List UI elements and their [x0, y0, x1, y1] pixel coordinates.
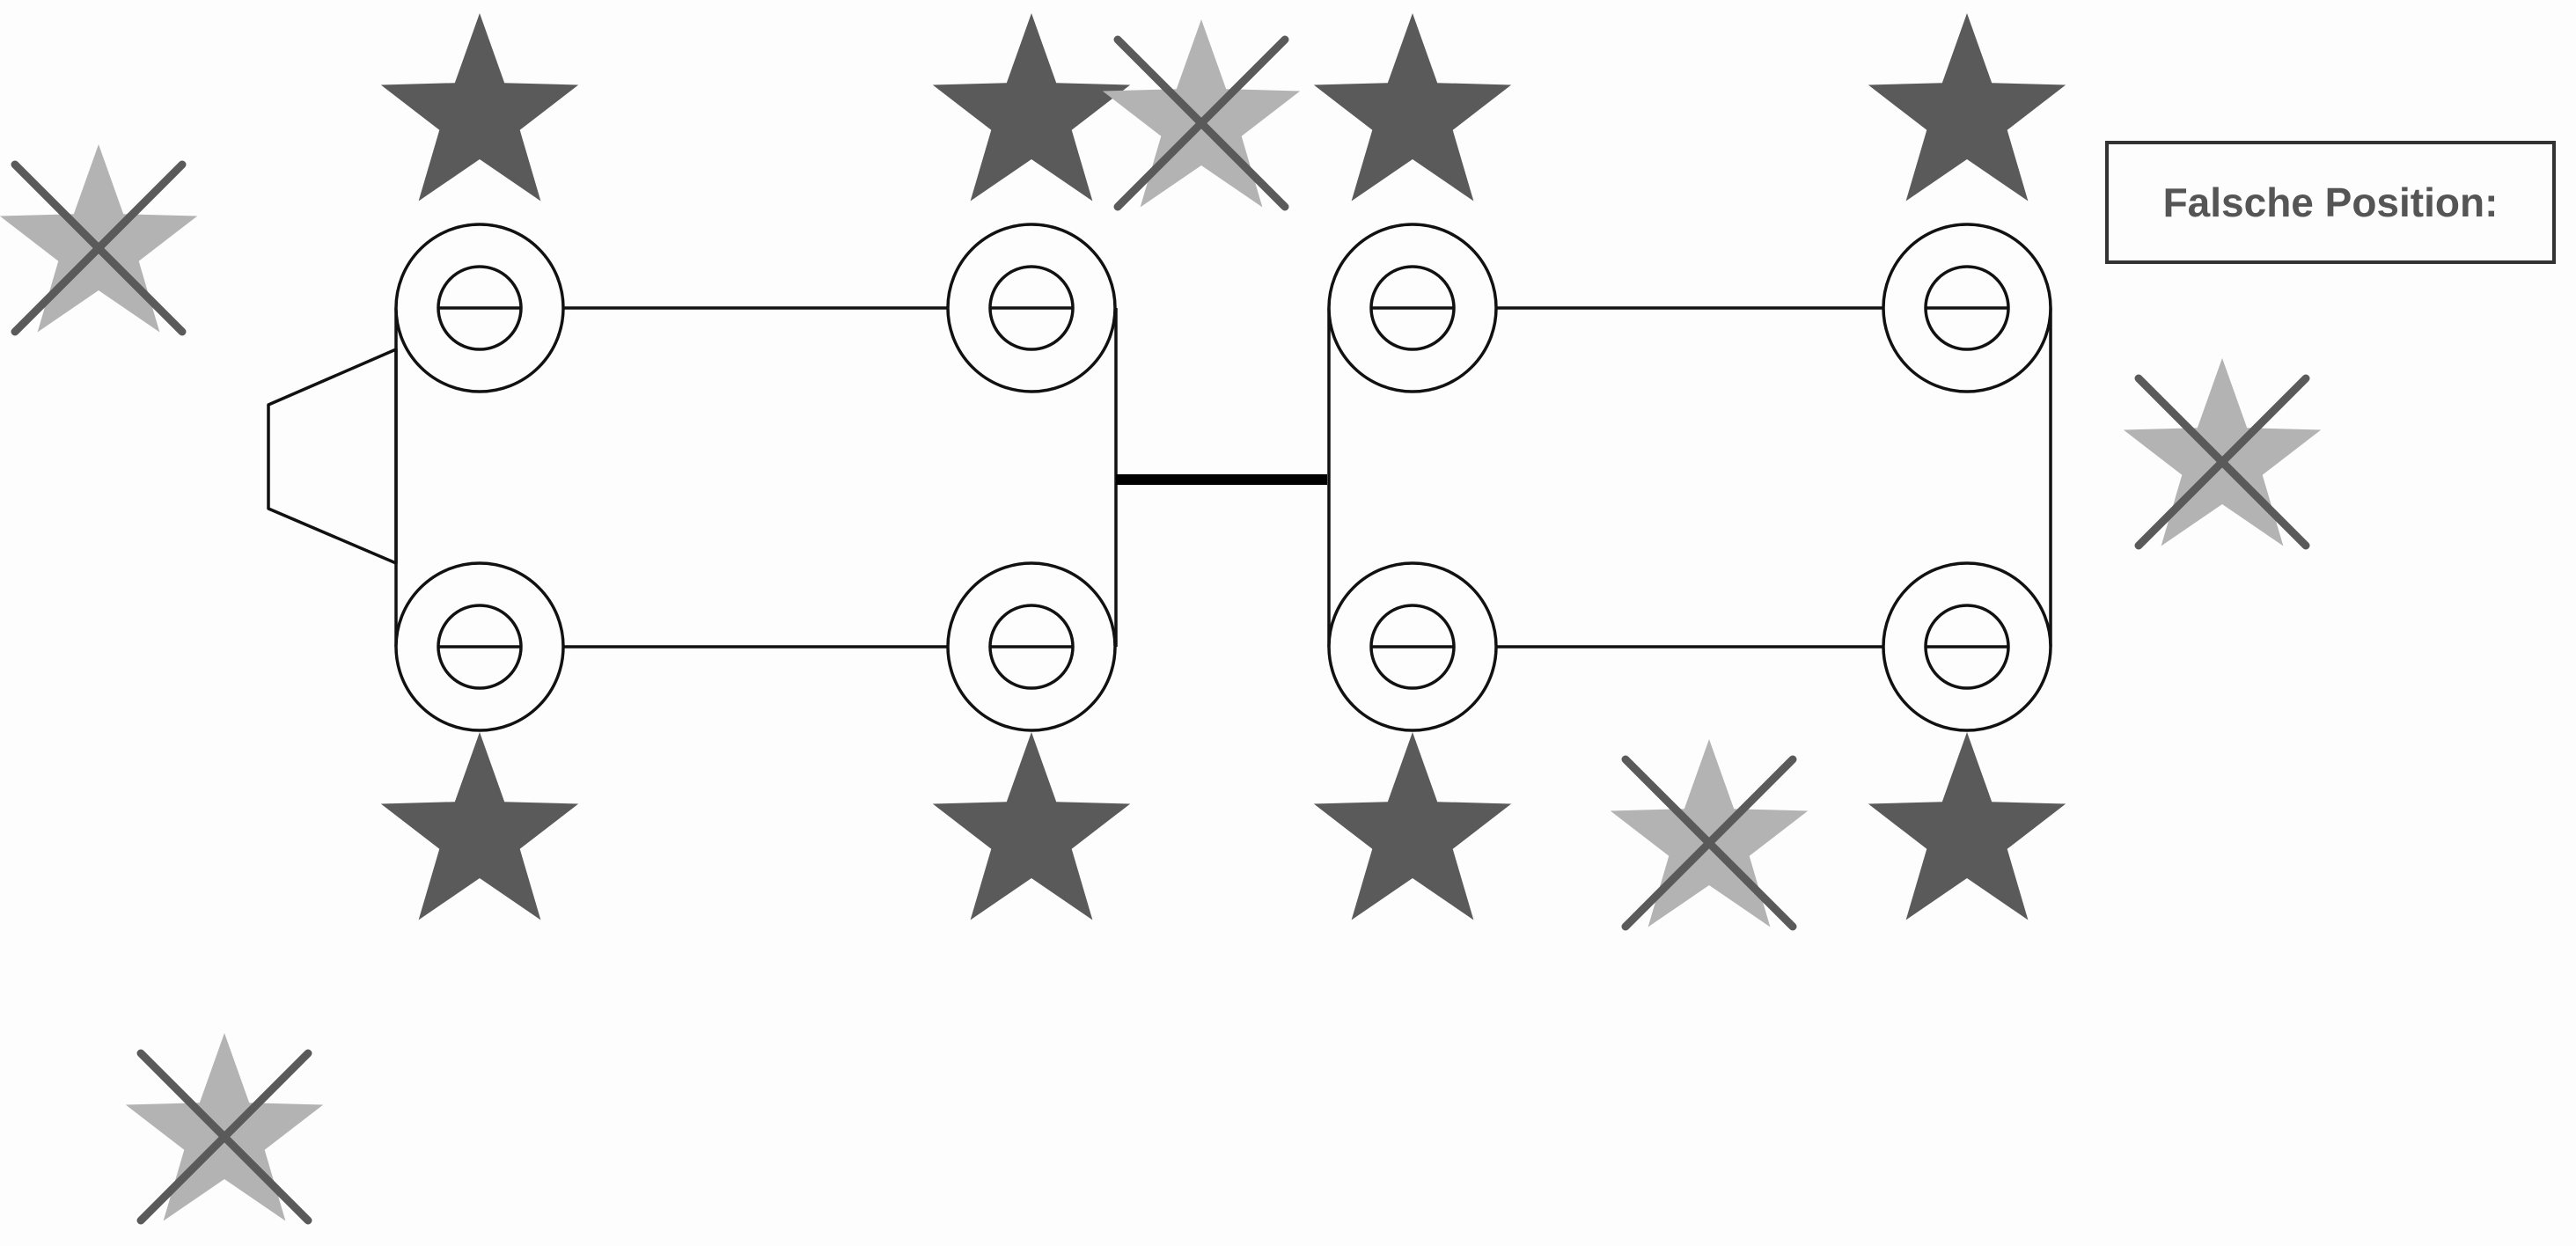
wheel-icon [1327, 223, 1498, 393]
wheel-icon [946, 561, 1117, 732]
crossed-star-icon [2123, 358, 2322, 550]
crossed-star-icon [1102, 19, 1301, 211]
legend-box: Falsche Position: [2105, 141, 2556, 264]
truck-cab [267, 348, 398, 565]
wheel-icon [394, 223, 565, 393]
star-icon [380, 732, 579, 920]
star-icon [1313, 732, 1512, 920]
wheel-icon [1882, 561, 2052, 732]
wheels [394, 223, 2052, 732]
crossed-star-icon [1610, 739, 1809, 931]
star-icon [1313, 13, 1512, 202]
wheel-icon [1882, 223, 2052, 393]
star-icon [380, 13, 579, 202]
wheel-icon [1327, 561, 1498, 732]
crossed-star-icon [125, 1033, 324, 1225]
wheel-icon [946, 223, 1117, 393]
star-icon [932, 13, 1131, 202]
wheel-icon [394, 561, 565, 732]
crossed-star-icon [0, 144, 198, 336]
star-icon [1868, 732, 2066, 920]
position-markers [0, 13, 2322, 1225]
legend-label: Falsche Position: [2162, 180, 2499, 225]
vehicle-bodies [267, 306, 2052, 649]
star-icon [932, 732, 1131, 920]
star-icon [1868, 13, 2066, 202]
